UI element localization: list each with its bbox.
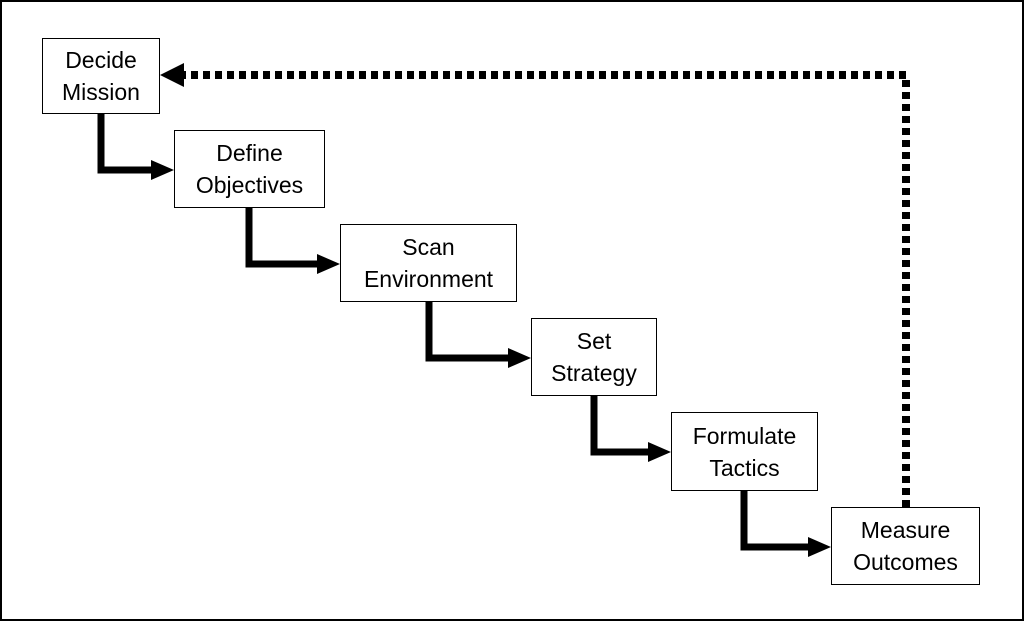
arrow-mission-to-objectives bbox=[97, 114, 174, 180]
step-set-strategy: Set Strategy bbox=[531, 318, 657, 396]
step-label-line1: Define bbox=[216, 140, 283, 166]
step-label-line2: Strategy bbox=[551, 360, 637, 386]
arrow-environment-to-strategy bbox=[425, 302, 531, 368]
arrow-strategy-to-tactics bbox=[590, 396, 671, 462]
step-label-line1: Scan bbox=[402, 234, 455, 260]
step-label-line2: Tactics bbox=[709, 454, 780, 481]
step-decide-mission: Decide Mission bbox=[42, 38, 160, 114]
arrow-tactics-to-outcomes bbox=[740, 491, 831, 557]
feedback-loop-arrow bbox=[160, 63, 910, 507]
step-label-line1: Formulate bbox=[692, 422, 797, 449]
step-label-line2: Mission bbox=[62, 79, 140, 105]
step-label-line1: Decide bbox=[65, 47, 137, 73]
step-define-objectives: Define Objectives bbox=[174, 130, 325, 208]
step-label-line2: Outcomes bbox=[853, 549, 958, 575]
step-measure-outcomes: Measure Outcomes bbox=[831, 507, 980, 585]
step-formulate-tactics: Formulate Tactics bbox=[671, 412, 818, 491]
step-scan-environment: Scan Environment bbox=[340, 224, 517, 302]
step-label-line1: Measure bbox=[860, 517, 951, 543]
arrow-objectives-to-environment bbox=[245, 208, 340, 274]
step-label-line1: Set bbox=[576, 328, 612, 354]
step-label-line2: Objectives bbox=[195, 172, 304, 198]
step-label-line2: Environment bbox=[363, 266, 494, 292]
